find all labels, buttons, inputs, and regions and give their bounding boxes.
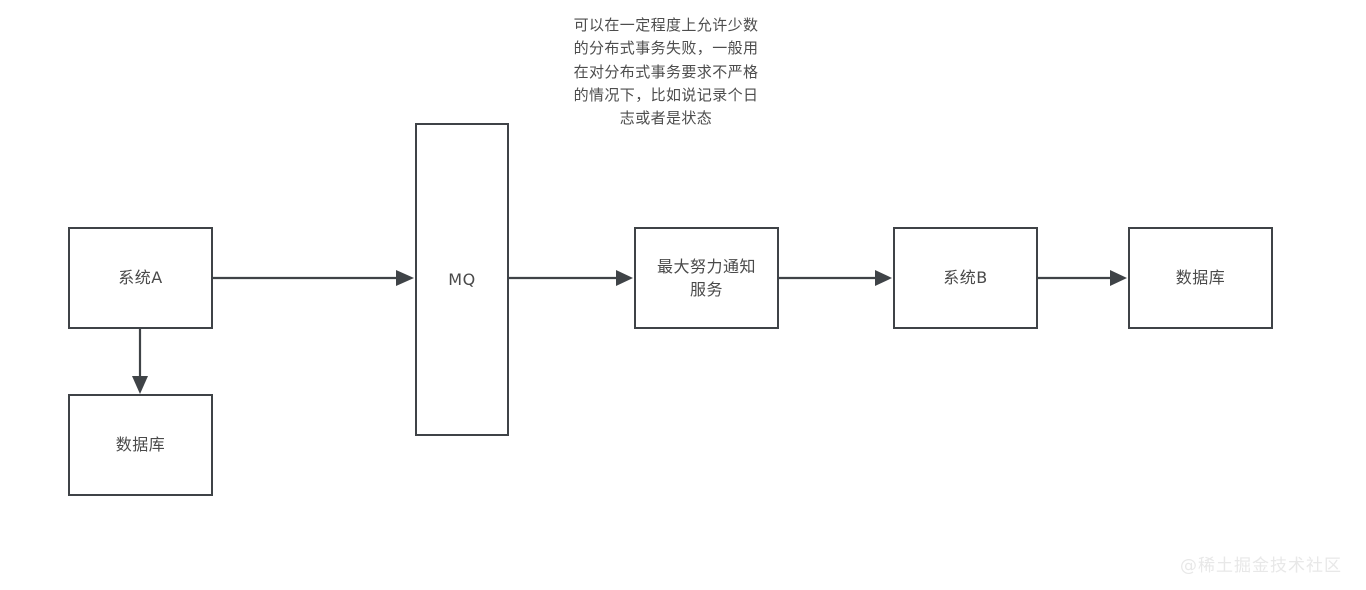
node-database-a[interactable]: 数据库 xyxy=(68,394,213,496)
edge-system-a-to-mq xyxy=(213,270,414,286)
node-system-b[interactable]: 系统B xyxy=(893,227,1038,329)
watermark: @稀土掘金技术社区 xyxy=(1180,556,1342,576)
node-best-effort-notification-service[interactable]: 最大努力通知 服务 xyxy=(634,227,779,329)
annotation-text: 可以在一定程度上允许少数 的分布式事务失败，一般用 在对分布式事务要求不严格 的… xyxy=(573,16,759,127)
node-system-a[interactable]: 系统A xyxy=(68,227,213,329)
edge-notify-to-system-b xyxy=(779,270,892,286)
node-database-b[interactable]: 数据库 xyxy=(1128,227,1273,329)
edge-system-a-to-database-a xyxy=(132,329,148,394)
edge-system-b-to-database-b xyxy=(1038,270,1127,286)
edge-mq-to-notify xyxy=(509,270,633,286)
node-mq[interactable]: MQ xyxy=(415,123,509,436)
